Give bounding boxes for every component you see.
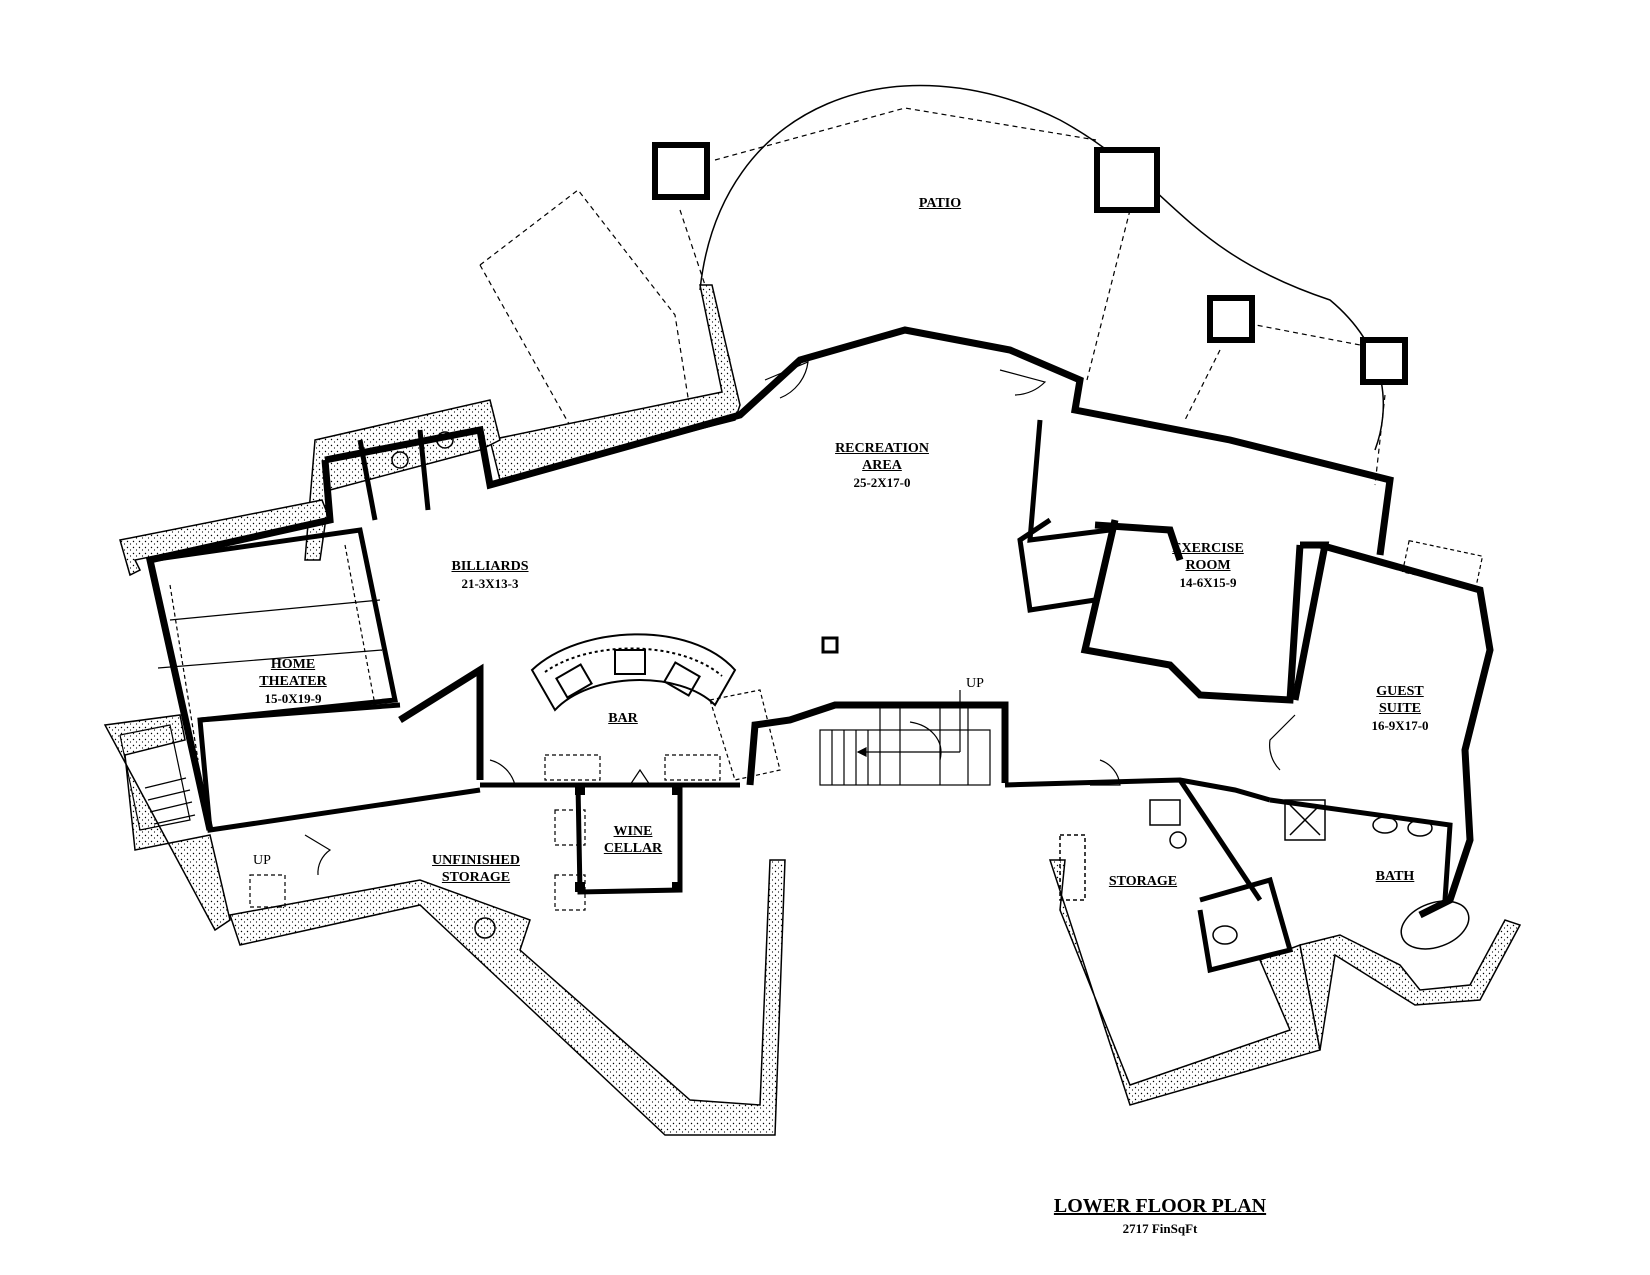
foundation-walls xyxy=(103,284,1522,1136)
theater-tiers xyxy=(157,544,383,761)
recreation-dims: 25-2X17-0 xyxy=(853,475,911,490)
plan-title: LOWER FLOOR PLAN xyxy=(1053,1195,1267,1217)
floor-drain-icon xyxy=(821,636,839,654)
interior-walls xyxy=(149,419,1453,974)
stair-up-left-label: UP xyxy=(253,852,271,869)
bar-name: BAR xyxy=(608,711,638,726)
bar-label: BAR xyxy=(608,710,638,727)
storage-label: STORAGE xyxy=(1109,873,1177,890)
stair-up-main-text: UP xyxy=(966,676,984,691)
exercise-name-line1: EXERCISE xyxy=(1172,541,1244,556)
patio-boundary xyxy=(699,84,1385,451)
plan-area: 2717 FinSqFt xyxy=(1122,1221,1198,1236)
home-theater-name-line2: THEATER xyxy=(259,674,327,689)
exercise-name-line2: ROOM xyxy=(1185,558,1231,573)
guest-suite-dims: 16-9X17-0 xyxy=(1371,718,1429,733)
guest-suite-name-line2: SUITE xyxy=(1378,701,1422,716)
billiards-label: BILLIARDS 21-3X13-3 xyxy=(451,558,528,592)
guest-bumpout xyxy=(1401,539,1484,589)
patio-name: PATIO xyxy=(918,196,962,211)
wine-cellar-label: WINE CELLAR xyxy=(604,823,662,857)
left-stair xyxy=(119,724,286,908)
wine-cellar-name-line1: WINE xyxy=(613,824,653,839)
stair-up-left-text: UP xyxy=(253,853,271,868)
recreation-name-line1: RECREATION xyxy=(835,441,929,456)
bath-label: BATH xyxy=(1376,868,1415,885)
home-theater-name-line1: HOME xyxy=(270,657,316,672)
home-theater-label: HOME THEATER 15-0X19-9 xyxy=(259,656,326,707)
recreation-area-label: RECREATION AREA 25-2X17-0 xyxy=(835,440,929,491)
unfinished-storage-name-line1: UNFINISHED xyxy=(432,853,520,868)
exterior-walls xyxy=(145,326,1494,919)
unfinished-storage-label: UNFINISHED STORAGE xyxy=(432,852,520,886)
bar-counter xyxy=(530,633,737,712)
bath-fixtures xyxy=(391,431,1470,950)
patio-label: PATIO xyxy=(919,195,961,212)
storage-name: STORAGE xyxy=(1108,874,1178,889)
wine-cellar-name-line2: CELLAR xyxy=(603,841,663,856)
bath-name: BATH xyxy=(1375,869,1415,884)
patio-columns xyxy=(652,142,1408,385)
guest-suite-label: GUEST SUITE 16-9X17-0 xyxy=(1371,683,1428,734)
guest-suite-name-line1: GUEST xyxy=(1376,684,1424,699)
exercise-dims: 14-6X15-9 xyxy=(1179,575,1237,590)
wine-racks xyxy=(544,754,721,911)
billiards-dims: 21-3X13-3 xyxy=(461,576,519,591)
main-stair xyxy=(709,689,991,786)
patio-dashed-lines xyxy=(479,107,1386,486)
recreation-name-line2: AREA xyxy=(862,458,902,473)
exercise-room-label: EXERCISE ROOM 14-6X15-9 xyxy=(1172,540,1244,591)
billiards-name: BILLIARDS xyxy=(451,559,529,574)
door-swings xyxy=(304,361,1296,876)
stair-up-main-label: UP xyxy=(966,675,984,692)
wine-cellar-posts xyxy=(575,785,682,892)
home-theater-dims: 15-0X19-9 xyxy=(264,691,322,706)
unfinished-storage-name-line2: STORAGE xyxy=(441,870,511,885)
